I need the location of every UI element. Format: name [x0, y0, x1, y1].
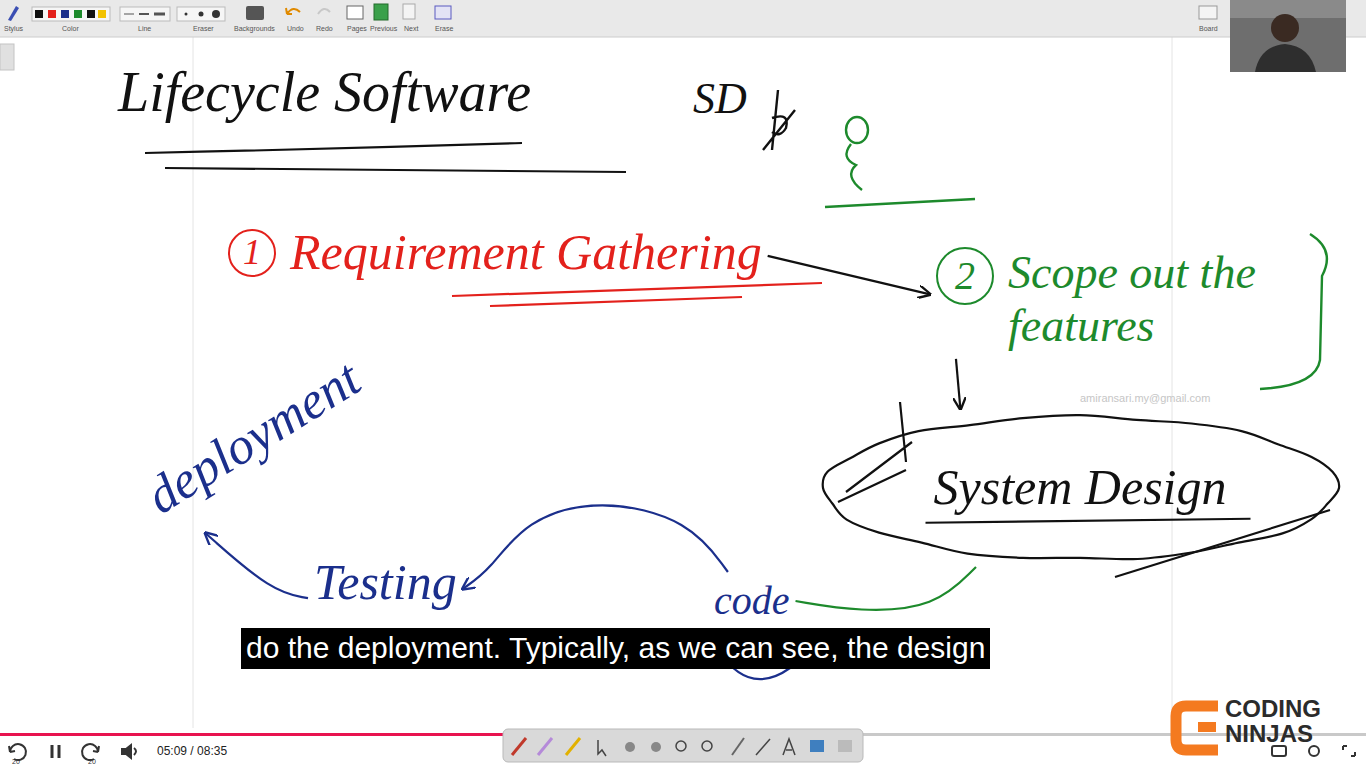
title-text: Lifecycle Software — [118, 60, 531, 124]
flow-arrow — [796, 567, 976, 610]
page-margin — [193, 37, 194, 728]
skip-seconds: 20 — [88, 758, 96, 766]
node-label: Scope out the features — [1008, 247, 1298, 353]
node-label: deployment — [136, 348, 371, 526]
brand-text: CODING — [1225, 695, 1321, 723]
bracket — [1260, 234, 1327, 389]
node-label: Testing — [314, 554, 457, 612]
toolbar-label: Previous — [370, 25, 397, 33]
watermark: amiransari.my@gmail.com — [1080, 392, 1210, 405]
toolbar-label: Line — [138, 25, 151, 33]
scribble — [763, 90, 795, 150]
toolbar-label: Erase — [435, 25, 453, 33]
toolbar-label: Stylus — [4, 25, 23, 33]
process-step: 2Scope out the features — [934, 245, 1300, 355]
ellipse-outline — [823, 415, 1339, 559]
tool-palette — [503, 729, 863, 762]
text-underline — [926, 519, 1251, 523]
step-number: 2 — [936, 247, 994, 305]
node-label: Requirement Gathering — [290, 224, 762, 282]
node-label: System Design — [934, 459, 1227, 517]
toolbar-label: Undo — [287, 25, 304, 33]
time-readout: 05:09 / 08:35 — [157, 745, 227, 759]
toolbar — [0, 0, 1366, 37]
toolbar-label: Redo — [316, 25, 333, 33]
toolbar-label: Pages — [347, 25, 367, 33]
design-ellipse: System Design — [820, 413, 1340, 563]
process-step: Testing — [312, 552, 459, 614]
page-margin — [1172, 37, 1173, 728]
brand-text: NINJAS — [1225, 720, 1313, 748]
toolbar-icons — [0, 4, 1217, 70]
process-step: code — [712, 576, 792, 626]
user-figure — [825, 117, 975, 207]
process-step: 1 Requirement Gathering — [226, 222, 764, 284]
brand-logo — [1176, 706, 1218, 750]
toolbar-label: Backgrounds — [234, 25, 275, 33]
note-text: SD — [693, 74, 747, 125]
title-underline — [165, 168, 626, 172]
toolbar-edge — [0, 37, 1366, 38]
title-underline — [145, 143, 522, 153]
flow-arrow — [956, 359, 960, 409]
heading-underline — [452, 283, 822, 296]
toolbar-label: Board — [1199, 25, 1218, 33]
step-number: 1 — [228, 229, 276, 277]
flow-arrow — [768, 256, 930, 295]
flow-arrow — [463, 505, 728, 589]
heading-underline — [490, 297, 742, 306]
subtitle: do the deployment. Typically, as we can … — [241, 628, 990, 669]
flow-arrow — [205, 533, 308, 598]
process-step: deployment — [133, 346, 373, 529]
toolbar-label: Eraser — [193, 25, 214, 33]
skip-seconds: 20 — [12, 758, 20, 766]
toolbar-label: Next — [404, 25, 418, 33]
toolbar-label: Color — [62, 25, 79, 33]
scratch-mark — [838, 402, 912, 502]
node-label: code — [714, 578, 790, 624]
webcam-feed — [1230, 0, 1346, 72]
